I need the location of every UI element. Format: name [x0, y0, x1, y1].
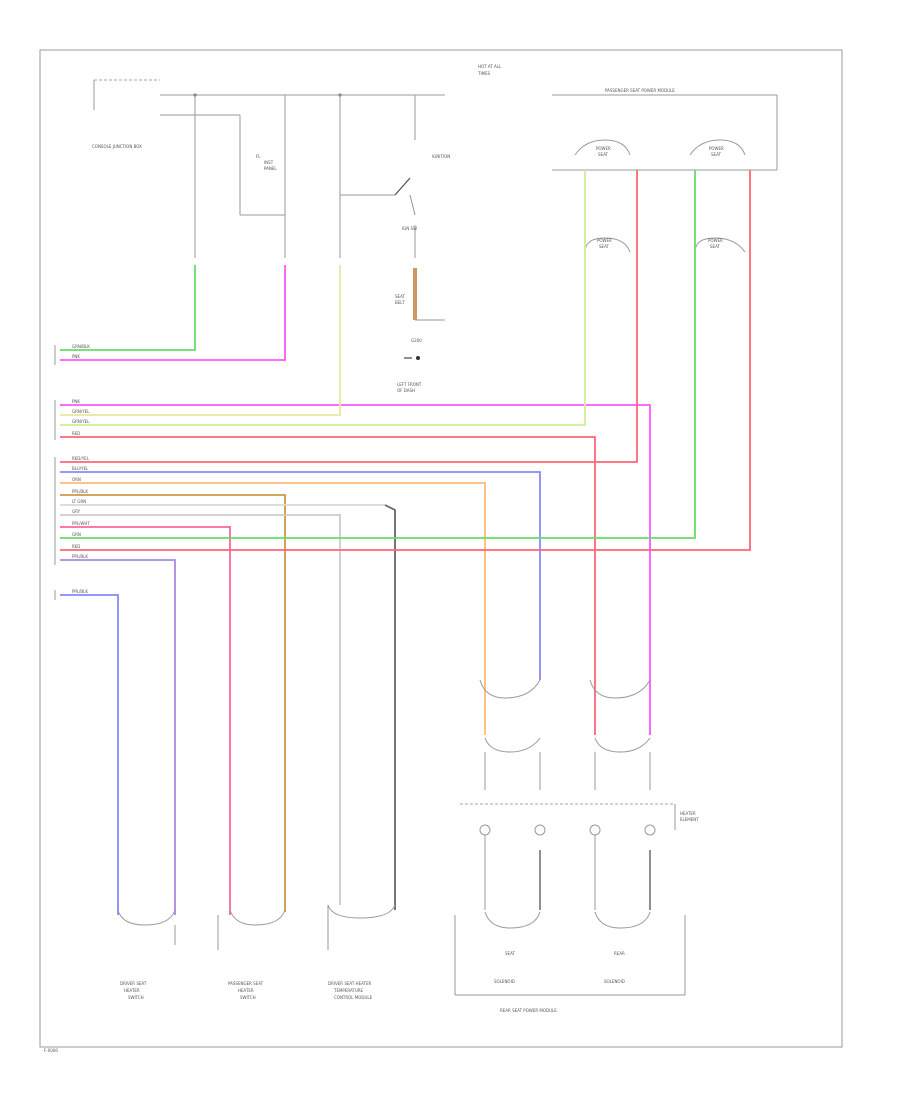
- wire-blue-2: [60, 594, 119, 915]
- wire-black: [384, 504, 396, 910]
- fuse-label-1: FL: [256, 154, 261, 159]
- wire-label-16: PPL/BLK: [72, 589, 88, 594]
- wire-label-14: RED: [72, 544, 80, 549]
- fuse-bus: [93, 79, 445, 258]
- diagram-frame: [39, 49, 843, 1048]
- colored-wires: [60, 170, 751, 915]
- wire-label-15: PPL/BLK: [72, 554, 88, 559]
- ignition-label: IGNITION: [432, 154, 450, 159]
- seat-bottom-label-1: SEAT: [505, 951, 515, 956]
- wire-pnk-1: [60, 265, 286, 361]
- console-junction-label: CONSOLE JUNCTION BOX: [92, 144, 142, 149]
- wire-red-2: [60, 170, 751, 551]
- wire-grn-yel: [60, 170, 586, 426]
- wire-label-6: RED/YEL: [72, 456, 90, 461]
- solenoid-label-1: SOLENOID: [494, 979, 515, 984]
- bottom-left-modules: [117, 904, 396, 950]
- wire-label-12: PPL/WHT: [72, 521, 90, 526]
- top-center-label-1: HOT AT ALL: [478, 64, 502, 69]
- conn-mid-left-2: SEAT: [599, 244, 609, 249]
- wire-red-yel: [60, 170, 638, 463]
- fuse-label-3: PANEL: [264, 166, 277, 171]
- solenoid-label-2: SOLENOID: [604, 979, 625, 984]
- page-corner-label: F-0000: [44, 1048, 58, 1053]
- module2-label-2: HEATER: [238, 988, 254, 993]
- ground-caption-1: LEFT FRONT: [397, 382, 422, 387]
- passenger-seat-module: [552, 94, 778, 253]
- wire-grn-blk: [60, 265, 196, 351]
- wire-label-2: PNK: [72, 399, 80, 404]
- wire-label-0: GRN/BLK: [72, 344, 90, 349]
- rear-heater-label-1: HEATER: [680, 811, 696, 816]
- module3-label-1: DRIVER SEAT HEATER: [328, 981, 371, 986]
- batt-label-2: BELT: [395, 300, 405, 305]
- seat-bottom-label-2: REAR: [614, 951, 625, 956]
- module2-label-1: PASSENGER SEAT: [228, 981, 264, 986]
- wire-red-1: [60, 436, 596, 735]
- ign-sw-label: IGN SW: [402, 226, 417, 231]
- rear-heater-label-2: ELEMENT: [680, 817, 699, 822]
- conn-left-2: SEAT: [598, 152, 608, 157]
- module3-label-3: CONTROL MODULE: [334, 995, 373, 1000]
- wire-brown: [60, 494, 286, 912]
- wire-pnk-2: [60, 404, 651, 735]
- wire-yel-1: [60, 265, 341, 416]
- wire-label-9: PPL/BLK: [72, 489, 88, 494]
- wire-label-8: ORN: [72, 477, 81, 482]
- wire-pnk-3: [60, 526, 231, 915]
- ground-caption-2: OF DASH: [397, 388, 415, 393]
- wire-label-3: GRN/YEL: [72, 409, 90, 414]
- ground-g200: [416, 356, 420, 360]
- passenger-module-label: PASSENGER SEAT POWER MODULE: [605, 88, 675, 93]
- conn-mid-left-1: POWER: [597, 238, 612, 243]
- wire-labels: GRN/BLK PNK PNK GRN/YEL GRN/YEL RED RED/…: [72, 344, 90, 594]
- module1-label-1: DRIVER SEAT: [120, 981, 147, 986]
- wire-label-13: GRN: [72, 532, 81, 537]
- wire-blu-yel: [60, 471, 541, 680]
- ground-label: G200: [411, 338, 422, 343]
- wire-label-7: BLU/YEL: [72, 466, 89, 471]
- wire-grn: [60, 170, 696, 539]
- wire-label-1: PNK: [72, 354, 80, 359]
- wire-label-10: LT GRN: [72, 499, 86, 504]
- conn-mid-right-2: SEAT: [710, 244, 720, 249]
- rear-module-label: REAR SEAT POWER MODULE: [500, 1008, 557, 1013]
- module3-label-2: TEMPERATURE: [333, 988, 364, 993]
- top-center-label-2: TIMES: [477, 71, 491, 76]
- wire-label-4: GRN/YEL: [72, 419, 90, 424]
- seat-belt-resistor: [413, 268, 417, 320]
- wire-ppl-1: [60, 559, 176, 915]
- wire-label-11: GRY: [72, 509, 81, 514]
- conn-right-2: SEAT: [711, 152, 721, 157]
- module1-label-3: SWITCH: [128, 995, 144, 1000]
- wire-orn: [60, 482, 486, 735]
- conn-right-1: POWER: [709, 146, 724, 151]
- rear-seat-connectors: [454, 679, 686, 996]
- module1-label-2: HEATER: [124, 988, 140, 993]
- conn-left-1: POWER: [596, 146, 611, 151]
- wire-gray: [60, 514, 341, 905]
- conn-mid-right-1: POWER: [708, 238, 723, 243]
- batt-label-1: SEAT: [395, 294, 405, 299]
- module2-label-3: SWITCH: [240, 995, 256, 1000]
- wire-label-5: RED: [72, 431, 80, 436]
- fuse-label-2: INST: [264, 160, 274, 165]
